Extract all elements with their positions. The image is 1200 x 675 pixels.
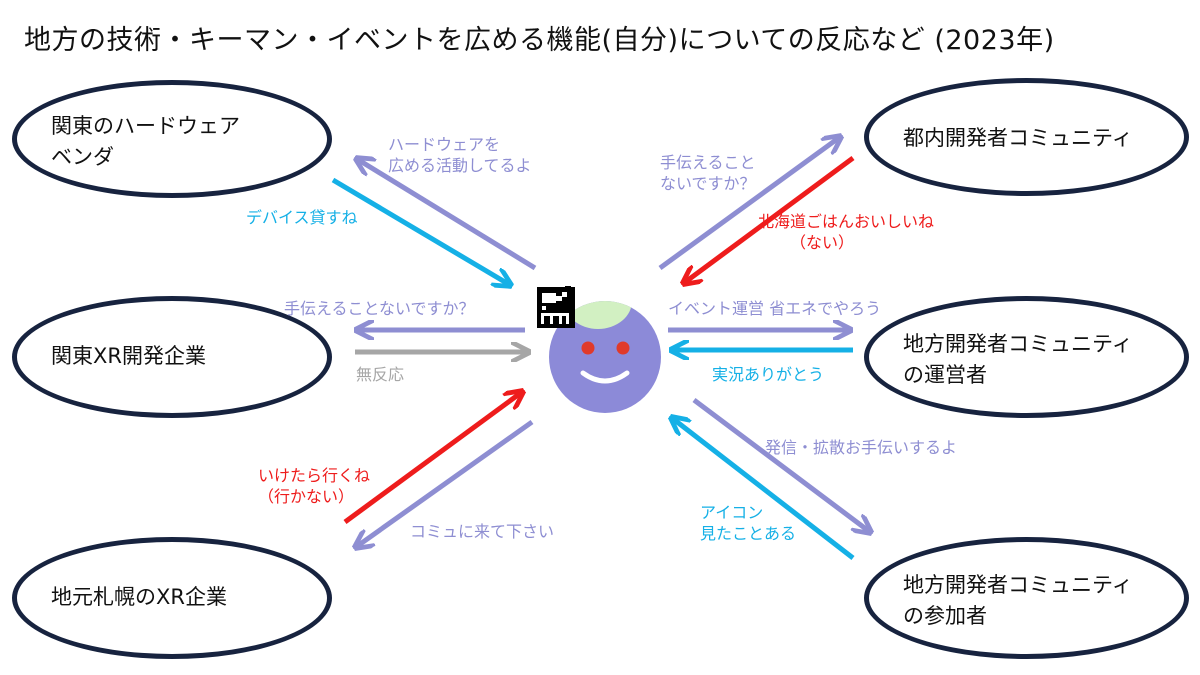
arrow-from-hardware-vendor: [331, 177, 510, 285]
page-title: 地方の技術・キーマン・イベントを広める機能(自分)についての反応など (2023…: [24, 25, 1055, 56]
label-sapporo-reply-1: いけたら行くね: [258, 466, 371, 485]
label-hardware-promo-2: 広める活動してるよ: [388, 156, 532, 175]
arrow-from-local-participant: [672, 418, 855, 560]
label-tokyo-reply-2: （ない）: [790, 233, 855, 252]
node-label: の運営者: [903, 363, 987, 387]
label-sapporo-reply-2: （行かない）: [258, 487, 355, 506]
node-label: 関東XR開発企業: [51, 344, 206, 368]
arrow-from-sapporo-xr: [343, 392, 522, 525]
node-label: 関東のハードウェア: [51, 114, 240, 138]
label-participant-offer: 発信・拡散お手伝いするよ: [765, 438, 958, 457]
pixel-robot-logo-icon: [537, 286, 575, 328]
node-kanto-xr-company: 関東XR開発企業: [12, 296, 332, 418]
node-kanto-hardware-vendor: 関東のハードウェア ベンダ: [12, 80, 332, 198]
arrow-to-hardware-vendor: [357, 159, 537, 271]
label-hardware-promo-1: ハードウェアを: [388, 135, 501, 154]
node-sapporo-xr-company: 地元札幌のXR企業: [12, 537, 332, 659]
node-label: 都内開発者コミュニティ: [903, 126, 1133, 150]
label-sapporo-invite: コミュに来て下さい: [410, 522, 555, 541]
label-tokyo-reply-1: 北海道ごはんおいしいね: [758, 212, 935, 231]
node-local-community-participant: 地方開発者コミュニティ の参加者: [864, 537, 1189, 659]
label-organizer-offer: イベント運営 省エネでやろう: [668, 299, 882, 318]
arrow-to-local-participant: [692, 398, 870, 532]
node-label: の参加者: [903, 604, 987, 628]
node-local-community-organizer: 地方開発者コミュニティ の運営者: [864, 296, 1189, 418]
label-participant-reply-2: 見たことある: [700, 524, 797, 543]
label-participant-reply-1: アイコン: [700, 503, 764, 522]
node-label: ベンダ: [51, 145, 114, 169]
node-label: 地方開発者コミュニティ: [903, 573, 1133, 597]
arrow-from-tokyo-community: [684, 155, 855, 283]
smiley-face-icon: [549, 301, 661, 413]
arrow-to-tokyo-community: [658, 137, 840, 271]
label-kanto-xr-offer: 手伝えることないですか？: [284, 299, 475, 318]
label-tokyo-offer-1: 手伝えること: [660, 153, 756, 172]
node-label: 地方開発者コミュニティ: [903, 332, 1133, 356]
label-organizer-reply: 実況ありがとう: [712, 365, 825, 384]
arrow-to-sapporo-xr: [356, 419, 534, 547]
label-no-response: 無反応: [356, 365, 405, 384]
label-device-lend: デバイス貸すね: [246, 208, 358, 227]
node-tokyo-community: 都内開発者コミュニティ: [864, 78, 1189, 196]
node-label: 地元札幌のXR企業: [51, 585, 227, 609]
label-tokyo-offer-2: ないですか？: [660, 174, 756, 193]
